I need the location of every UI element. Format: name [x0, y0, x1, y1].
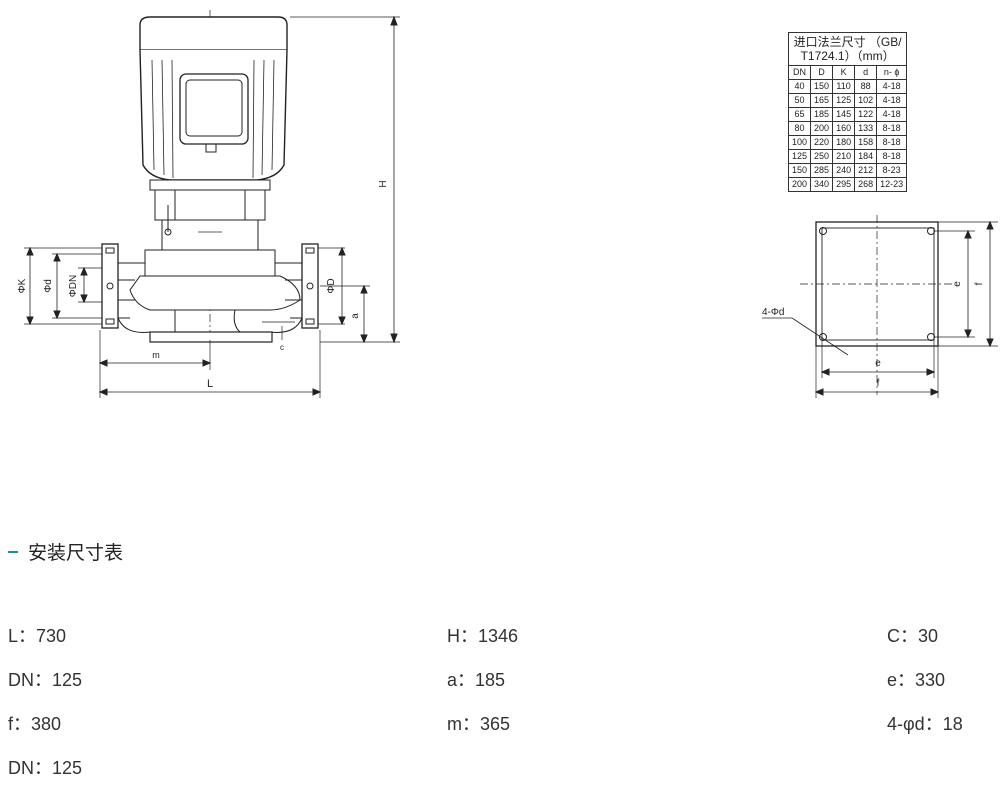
spec-DN-2: DN：125 [8, 758, 83, 778]
table-header: n- ϕ [876, 65, 908, 80]
label-phiD: ΦD [326, 278, 337, 293]
label-phiK: ΦK [17, 278, 28, 293]
table-header: D [810, 65, 834, 80]
spec-C: C：30 [887, 626, 939, 646]
section-heading: 安装尺寸表 [8, 538, 123, 565]
flange-size-table: 进口法兰尺寸 （GB/T1724.1）（mm） DN D K d n- ϕ 40… [787, 32, 908, 192]
label-e-v: e [952, 281, 963, 287]
spec-a: a：185 [447, 670, 506, 690]
label-hole: 4-Φd [762, 307, 784, 318]
spec-hole: 4-φd：18 [887, 714, 963, 734]
base-plan: 4-Φd e f e f [762, 215, 998, 398]
table-header: DN [787, 65, 812, 80]
section-title-text: 安装尺寸表 [28, 543, 124, 564]
table-caption: 进口法兰尺寸 （GB/T1724.1）（mm） [787, 32, 908, 66]
label-L: L [207, 378, 213, 390]
label-c: c [280, 343, 284, 352]
spec-DN: DN：125 [8, 670, 83, 690]
pump-elevation: H a ΦD ΦK Φd ΦDN m L c [17, 10, 400, 398]
label-f-v: f [974, 282, 985, 285]
label-e-h: e [875, 358, 881, 369]
label-a: a [350, 313, 361, 319]
table-header: d [854, 65, 878, 80]
spec-e: e：330 [887, 670, 946, 690]
spec-m: m：365 [447, 714, 511, 734]
spec-H: H：1346 [447, 626, 519, 646]
label-H: H [378, 180, 389, 187]
label-m: m [152, 350, 160, 360]
label-phid: Φd [43, 279, 54, 293]
spec-f: f：380 [8, 714, 62, 734]
pump-drawing: H a ΦD ΦK Φd ΦDN m L c [17, 10, 998, 398]
spec-L: L：730 [8, 626, 67, 646]
table-header: K [832, 65, 856, 80]
label-phiDN: ΦDN [68, 275, 79, 297]
label-f-h: f [877, 378, 880, 389]
heading-accent-bar [8, 550, 18, 553]
